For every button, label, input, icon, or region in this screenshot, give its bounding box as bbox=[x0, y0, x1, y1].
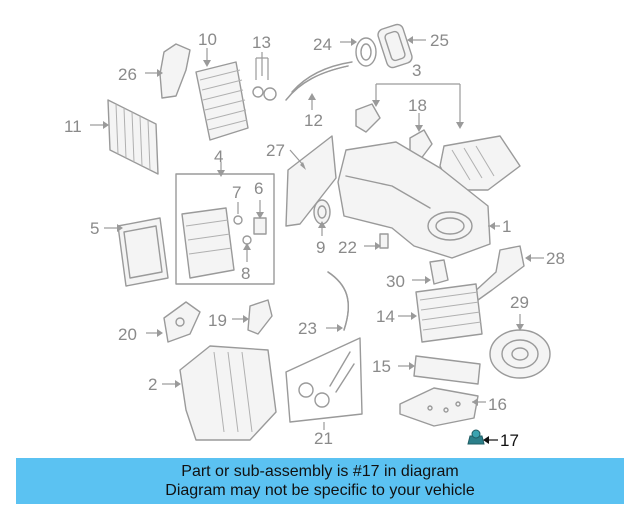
part-8-shape[interactable] bbox=[242, 235, 252, 262]
part-15-shape[interactable] bbox=[398, 355, 481, 385]
callout-30: 30 bbox=[386, 272, 405, 291]
part-24-shape[interactable] bbox=[340, 37, 377, 67]
part-9-shape[interactable] bbox=[313, 199, 331, 236]
part-3-actuator-shape[interactable] bbox=[355, 103, 381, 133]
callout-2: 2 bbox=[148, 375, 157, 394]
callout-10: 10 bbox=[198, 30, 217, 49]
part-10-shape[interactable] bbox=[195, 48, 249, 141]
part-12-shape[interactable] bbox=[285, 61, 353, 110]
part-16-shape[interactable] bbox=[399, 387, 486, 427]
callout-25: 25 bbox=[430, 31, 449, 50]
part-20-shape[interactable] bbox=[146, 301, 201, 343]
info-banner: Part or sub-assembly is #17 in diagram D… bbox=[16, 458, 624, 504]
parts-diagram: 10 13 24 25 26 3 11 12 18 27 4 7 6 1 5 9… bbox=[64, 23, 565, 450]
part-6-shape[interactable] bbox=[253, 200, 267, 235]
part-1-shape[interactable] bbox=[337, 141, 500, 259]
callout-6: 6 bbox=[254, 179, 263, 198]
part-11-shape[interactable] bbox=[90, 99, 159, 175]
callout-27: 27 bbox=[266, 141, 285, 160]
banner-line-2: Diagram may not be specific to your vehi… bbox=[165, 482, 475, 499]
callout-21: 21 bbox=[314, 429, 333, 448]
part-30-shape[interactable] bbox=[412, 259, 449, 285]
part-3-upper-housing-shape[interactable] bbox=[439, 135, 521, 191]
banner-line-1: Part or sub-assembly is #17 in diagram bbox=[181, 463, 459, 480]
callout-labels: 10 13 24 25 26 3 11 12 18 27 4 7 6 1 5 9… bbox=[64, 30, 565, 450]
callout-12: 12 bbox=[304, 111, 323, 130]
part-22-shape[interactable] bbox=[364, 233, 389, 250]
part-21-box[interactable] bbox=[285, 337, 363, 430]
callout-29: 29 bbox=[510, 293, 529, 312]
callout-19: 19 bbox=[208, 311, 227, 330]
part-17-shape[interactable] bbox=[467, 429, 498, 445]
callout-22: 22 bbox=[338, 238, 357, 257]
part-23-shape[interactable] bbox=[326, 271, 349, 332]
callout-5: 5 bbox=[90, 219, 99, 238]
callout-26: 26 bbox=[118, 65, 137, 84]
part-29-shape[interactable] bbox=[489, 314, 551, 379]
part-5-shape[interactable] bbox=[104, 217, 169, 287]
part-28-shape[interactable] bbox=[471, 245, 544, 301]
callout-14: 14 bbox=[376, 307, 395, 326]
part-13-shape[interactable] bbox=[252, 52, 277, 101]
callout-11: 11 bbox=[64, 117, 82, 136]
callout-4: 4 bbox=[214, 147, 223, 166]
callout-16: 16 bbox=[488, 395, 507, 414]
callout-20: 20 bbox=[118, 325, 137, 344]
part-2-shape[interactable] bbox=[162, 345, 277, 441]
callout-1: 1 bbox=[502, 217, 511, 236]
part-4-box[interactable] bbox=[175, 162, 275, 285]
part-19-shape[interactable] bbox=[232, 299, 273, 335]
callout-15: 15 bbox=[372, 357, 391, 376]
callout-24: 24 bbox=[313, 35, 332, 54]
part-26-shape[interactable] bbox=[145, 43, 191, 99]
callout-28: 28 bbox=[546, 249, 565, 268]
callout-17: 17 bbox=[500, 431, 519, 450]
callout-3: 3 bbox=[412, 61, 421, 80]
callout-23: 23 bbox=[298, 319, 317, 338]
part-14-shape[interactable] bbox=[398, 283, 483, 343]
part-7-shape[interactable] bbox=[233, 202, 243, 225]
part-25-shape[interactable] bbox=[376, 23, 426, 69]
callout-8: 8 bbox=[241, 264, 250, 283]
callout-18: 18 bbox=[408, 96, 427, 115]
callout-7: 7 bbox=[232, 183, 241, 202]
callout-9: 9 bbox=[316, 238, 325, 257]
callout-13: 13 bbox=[252, 33, 271, 52]
part-3-leads bbox=[372, 83, 464, 129]
